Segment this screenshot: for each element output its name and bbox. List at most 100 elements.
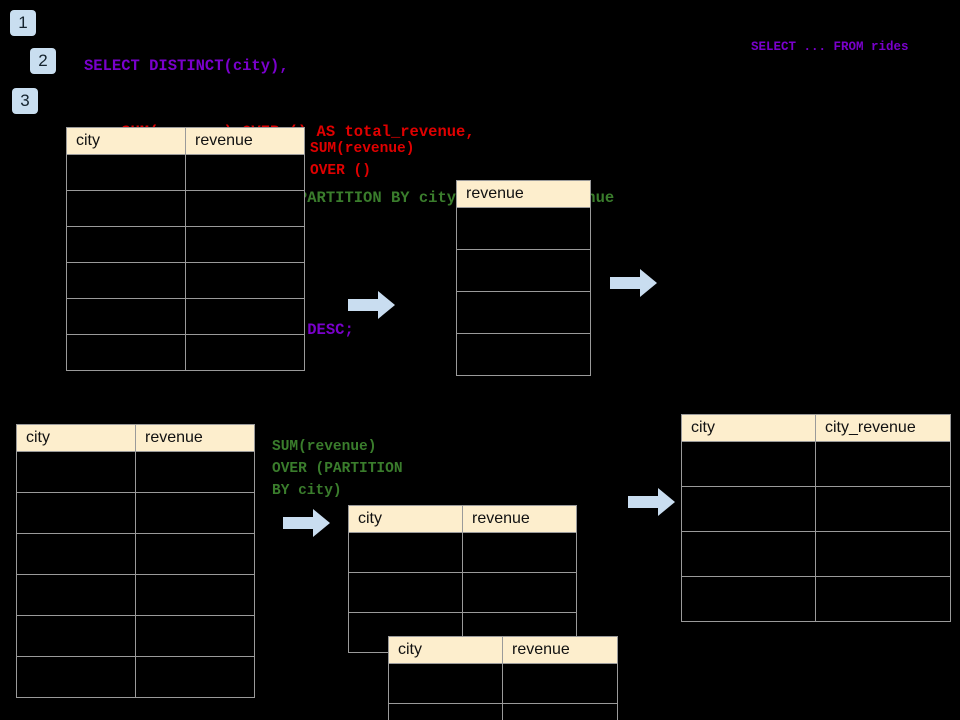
- cell-revenue: [456, 333, 591, 376]
- step-badge-2: 2: [30, 48, 56, 74]
- cell-revenue: [185, 334, 305, 371]
- cell-revenue: [185, 262, 305, 299]
- table-header-row: city revenue: [388, 636, 618, 664]
- sql-line-select: SELECT DISTINCT(city),: [84, 57, 289, 75]
- cell-revenue: [185, 226, 305, 263]
- column-header-city: city: [66, 127, 186, 155]
- table-row: [66, 298, 305, 335]
- cell-city: [66, 226, 186, 263]
- sql-side-note: SELECT ... FROM rides: [751, 40, 909, 54]
- cell-revenue: [456, 207, 591, 250]
- column-header-city: city: [16, 424, 136, 452]
- cell-revenue: [502, 663, 618, 704]
- cell-city: [66, 298, 186, 335]
- table-row: [348, 572, 577, 613]
- cell-revenue: [462, 572, 577, 613]
- cell-city: [16, 574, 136, 616]
- table-row: [388, 703, 618, 720]
- cell-city: [16, 656, 136, 698]
- table-row: [16, 533, 255, 575]
- cell-revenue: [456, 249, 591, 292]
- column-header-revenue: revenue: [135, 424, 255, 452]
- cell-revenue: [135, 656, 255, 698]
- table-row: [456, 207, 591, 250]
- table-row: [348, 532, 577, 573]
- table-header-row: city revenue: [348, 505, 577, 533]
- cell-revenue: [185, 298, 305, 335]
- cell-city: [16, 533, 136, 575]
- arrow-partition-to-result: [628, 488, 675, 516]
- cell-revenue: [135, 492, 255, 534]
- cell-revenue: [135, 451, 255, 493]
- cell-city: [66, 334, 186, 371]
- cell-revenue: [135, 574, 255, 616]
- cell-city: [348, 532, 463, 573]
- column-header-revenue: revenue: [462, 505, 577, 533]
- result-table: city city_revenue: [681, 414, 951, 622]
- cell-revenue: [135, 615, 255, 657]
- cell-city: [348, 572, 463, 613]
- cell-city: [681, 531, 816, 577]
- cell-city-revenue: [815, 441, 951, 487]
- table-row: [388, 663, 618, 704]
- source-table-top: city revenue: [66, 127, 305, 371]
- table-row: [681, 486, 951, 532]
- partition-table-a: city revenue: [348, 505, 577, 653]
- table-row: [16, 451, 255, 493]
- cell-revenue: [456, 291, 591, 334]
- cell-revenue: [502, 703, 618, 720]
- cell-revenue: [185, 190, 305, 227]
- column-header-city: city: [681, 414, 816, 442]
- table-row: [66, 154, 305, 191]
- table-row: [16, 574, 255, 616]
- arrow-partition-label-to-tables: [283, 509, 330, 537]
- table-row: [66, 190, 305, 227]
- cell-city: [681, 441, 816, 487]
- table-row: [681, 441, 951, 487]
- table-row: [681, 576, 951, 622]
- table-row: [66, 334, 305, 371]
- cell-city: [388, 663, 503, 704]
- cell-city: [66, 154, 186, 191]
- column-header-city-revenue: city_revenue: [815, 414, 951, 442]
- column-header-revenue: revenue: [456, 180, 591, 208]
- table-row: [681, 531, 951, 577]
- table-row: [66, 226, 305, 263]
- table-row: [456, 249, 591, 292]
- table-row: [16, 492, 255, 534]
- column-header-revenue: revenue: [185, 127, 305, 155]
- cell-city-revenue: [815, 576, 951, 622]
- column-header-revenue: revenue: [502, 636, 618, 664]
- partition-table-b: city revenue: [388, 636, 618, 720]
- cell-city-revenue: [815, 486, 951, 532]
- cell-city-revenue: [815, 531, 951, 577]
- revenue-table: revenue: [456, 180, 591, 376]
- cell-city: [388, 703, 503, 720]
- cell-city: [681, 486, 816, 532]
- step-badge-1: 1: [10, 10, 36, 36]
- table-row: [456, 291, 591, 334]
- table-row: [16, 615, 255, 657]
- cell-city: [16, 451, 136, 493]
- arrow-source-to-revenue: [348, 291, 395, 319]
- arrow-revenue-to-result: [610, 269, 657, 297]
- cell-city: [66, 190, 186, 227]
- cell-city: [16, 492, 136, 534]
- table-header-row: city revenue: [66, 127, 305, 155]
- table-row: [16, 656, 255, 698]
- annotation-over-partition: SUM(revenue) OVER (PARTITION BY city): [272, 439, 403, 499]
- column-header-city: city: [348, 505, 463, 533]
- cell-revenue: [462, 532, 577, 573]
- table-header-row: city revenue: [16, 424, 255, 452]
- table-header-row: revenue: [456, 180, 591, 208]
- cell-city: [16, 615, 136, 657]
- source-table-bottom: city revenue: [16, 424, 255, 698]
- cell-revenue: [135, 533, 255, 575]
- table-row: [66, 262, 305, 299]
- annotation-over-empty: SUM(revenue) OVER (): [310, 141, 415, 179]
- table-row: [456, 333, 591, 376]
- column-header-city: city: [388, 636, 503, 664]
- step-badge-3: 3: [12, 88, 38, 114]
- cell-city: [66, 262, 186, 299]
